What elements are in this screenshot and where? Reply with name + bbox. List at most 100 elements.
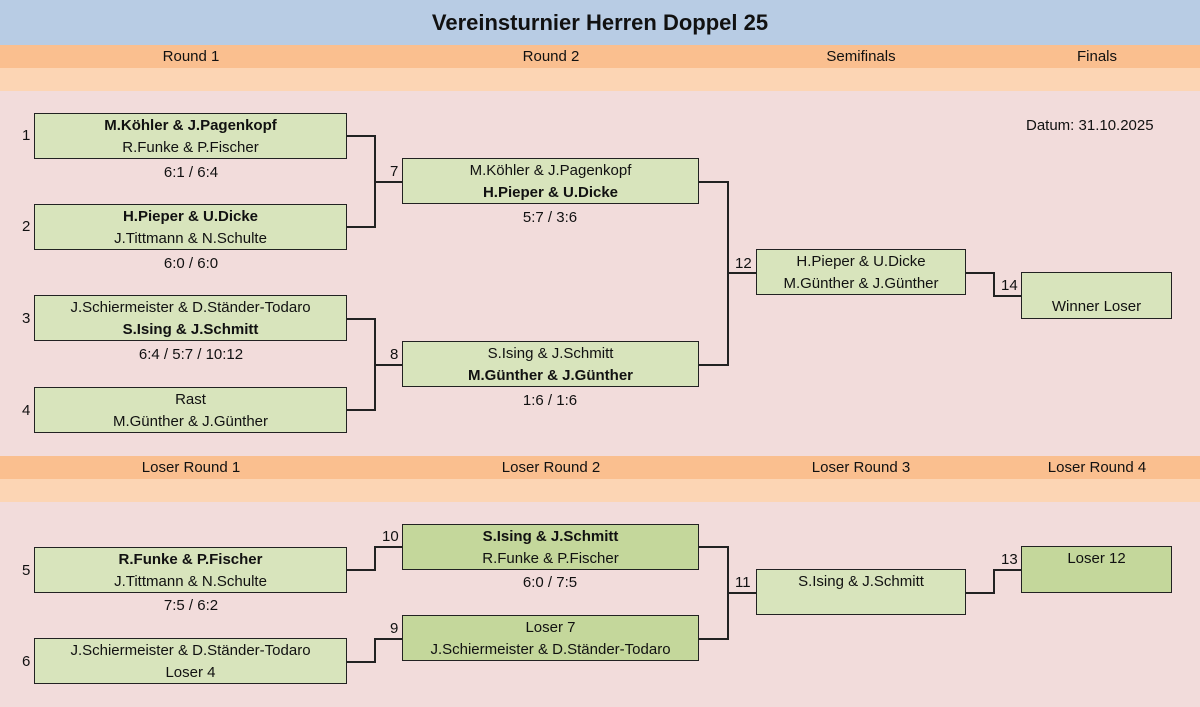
connector-line bbox=[727, 272, 756, 274]
round-label: Round 2 bbox=[522, 48, 580, 65]
match-score: 5:7 / 3:6 bbox=[522, 209, 578, 226]
team bbox=[1022, 273, 1171, 296]
team: H.Pieper & U.Dicke bbox=[796, 253, 926, 270]
team: J.Tittmann & N.Schulte bbox=[114, 573, 267, 590]
connector-line bbox=[374, 638, 402, 640]
connector-line bbox=[347, 661, 375, 663]
match-box-2: H.Pieper & U.Dicke J.Tittmann & N.Schult… bbox=[34, 204, 347, 250]
match-number: 8 bbox=[390, 346, 399, 363]
connector-line bbox=[966, 272, 994, 274]
match-number: 11 bbox=[735, 574, 751, 591]
match-score: 6:0 / 6:0 bbox=[163, 255, 219, 272]
match-box-11: S.Ising & J.Schmitt bbox=[756, 569, 966, 615]
page-title: Vereinsturnier Herren Doppel 25 bbox=[0, 0, 1200, 45]
connector-line bbox=[993, 569, 995, 594]
connector-line bbox=[347, 569, 375, 571]
connector-line bbox=[699, 364, 728, 366]
match-box-1: M.Köhler & J.Pagenkopf R.Funke & P.Fisch… bbox=[34, 113, 347, 159]
match-number: 10 bbox=[382, 528, 399, 545]
connector-line bbox=[699, 638, 728, 640]
connector-line bbox=[347, 226, 375, 228]
team: Loser 12 bbox=[1067, 550, 1126, 567]
connector-line bbox=[374, 638, 376, 663]
team: Loser 7 bbox=[525, 619, 576, 636]
team: R.Funke & P.Fischer bbox=[122, 139, 259, 156]
match-number: 9 bbox=[390, 620, 399, 637]
match-number: 1 bbox=[22, 127, 31, 144]
round-subheader-bar bbox=[0, 68, 1200, 91]
loser-round-label: Loser Round 1 bbox=[141, 459, 241, 476]
connector-line bbox=[374, 546, 376, 571]
team-winner: M.Köhler & J.Pagenkopf bbox=[104, 117, 277, 134]
connector-line bbox=[374, 364, 402, 366]
connector-line bbox=[347, 135, 375, 137]
connector-line bbox=[374, 181, 402, 183]
match-box-5: R.Funke & P.Fischer J.Tittmann & N.Schul… bbox=[34, 547, 347, 593]
match-score: 6:0 / 7:5 bbox=[522, 574, 578, 591]
team: J.Schiermeister & D.Ständer-Todaro bbox=[70, 299, 311, 316]
connector-line bbox=[993, 569, 1021, 571]
match-box-12: H.Pieper & U.Dicke M.Günther & J.Günther bbox=[756, 249, 966, 295]
team: S.Ising & J.Schmitt bbox=[798, 573, 924, 590]
match-number: 6 bbox=[22, 653, 31, 670]
team: M.Günther & J.Günther bbox=[783, 275, 939, 292]
round-label: Round 1 bbox=[162, 48, 220, 65]
match-box-14: Winner Loser bbox=[1021, 272, 1172, 319]
loser-round-label: Loser Round 4 bbox=[1047, 459, 1147, 476]
team-winner: R.Funke & P.Fischer bbox=[118, 551, 263, 568]
team-winner: H.Pieper & U.Dicke bbox=[122, 208, 259, 225]
team: Loser 4 bbox=[165, 664, 216, 681]
team: M.Günther & J.Günther bbox=[112, 413, 269, 430]
connector-line bbox=[993, 272, 995, 296]
team-winner: H.Pieper & U.Dicke bbox=[482, 184, 619, 201]
match-score: 1:6 / 1:6 bbox=[522, 392, 578, 409]
match-box-7: M.Köhler & J.Pagenkopf H.Pieper & U.Dick… bbox=[402, 158, 699, 204]
team-winner: M.Günther & J.Günther bbox=[468, 367, 633, 384]
loser-round-label: Loser Round 2 bbox=[501, 459, 601, 476]
team bbox=[757, 592, 965, 615]
team bbox=[1022, 569, 1171, 592]
match-number: 5 bbox=[22, 562, 31, 579]
match-box-13: Loser 12 bbox=[1021, 546, 1172, 593]
connector-line bbox=[347, 409, 375, 411]
team: J.Schiermeister & D.Ständer-Todaro bbox=[430, 641, 671, 658]
loser-round-header-bar: Loser Round 1 Loser Round 2 Loser Round … bbox=[0, 456, 1200, 479]
round-label: Finals bbox=[1076, 48, 1118, 65]
team: Rast bbox=[175, 391, 206, 408]
loser-round-subheader-bar bbox=[0, 479, 1200, 502]
match-box-3: J.Schiermeister & D.Ständer-Todaro S.Isi… bbox=[34, 295, 347, 341]
match-box-10: S.Ising & J.Schmitt R.Funke & P.Fischer bbox=[402, 524, 699, 570]
match-number: 4 bbox=[22, 402, 31, 419]
match-box-9: Loser 7 J.Schiermeister & D.Ständer-Toda… bbox=[402, 615, 699, 661]
match-score: 6:4 / 5:7 / 10:12 bbox=[138, 346, 244, 363]
match-number: 14 bbox=[1001, 277, 1018, 294]
match-number: 12 bbox=[735, 255, 752, 272]
team: J.Schiermeister & D.Ständer-Todaro bbox=[70, 642, 311, 659]
connector-line bbox=[993, 295, 1021, 297]
match-score: 6:1 / 6:4 bbox=[163, 164, 219, 181]
match-score: 7:5 / 6:2 bbox=[163, 597, 219, 614]
team-winner: S.Ising & J.Schmitt bbox=[122, 321, 259, 338]
match-box-8: S.Ising & J.Schmitt M.Günther & J.Günthe… bbox=[402, 341, 699, 387]
match-number: 13 bbox=[1001, 551, 1018, 568]
round-label: Semifinals bbox=[826, 48, 896, 65]
team: S.Ising & J.Schmitt bbox=[487, 345, 614, 362]
match-number: 2 bbox=[22, 218, 31, 235]
match-number: 3 bbox=[22, 310, 31, 327]
match-box-6: J.Schiermeister & D.Ständer-Todaro Loser… bbox=[34, 638, 347, 684]
connector-line bbox=[699, 181, 728, 183]
connector-line bbox=[374, 546, 402, 548]
connector-line bbox=[727, 592, 756, 594]
team: M.Köhler & J.Pagenkopf bbox=[469, 162, 632, 179]
match-box-4: Rast M.Günther & J.Günther bbox=[34, 387, 347, 433]
connector-line bbox=[966, 592, 994, 594]
match-number: 7 bbox=[390, 163, 399, 180]
team: J.Tittmann & N.Schulte bbox=[114, 230, 267, 247]
loser-round-label: Loser Round 3 bbox=[811, 459, 911, 476]
date-label: Datum: 31.10.2025 bbox=[1026, 117, 1154, 134]
connector-line bbox=[699, 546, 728, 548]
team-winner: S.Ising & J.Schmitt bbox=[482, 528, 619, 545]
team: R.Funke & P.Fischer bbox=[482, 550, 619, 567]
team: Winner Loser bbox=[1051, 298, 1142, 315]
round-header-bar: Round 1 Round 2 Semifinals Finals bbox=[0, 45, 1200, 68]
